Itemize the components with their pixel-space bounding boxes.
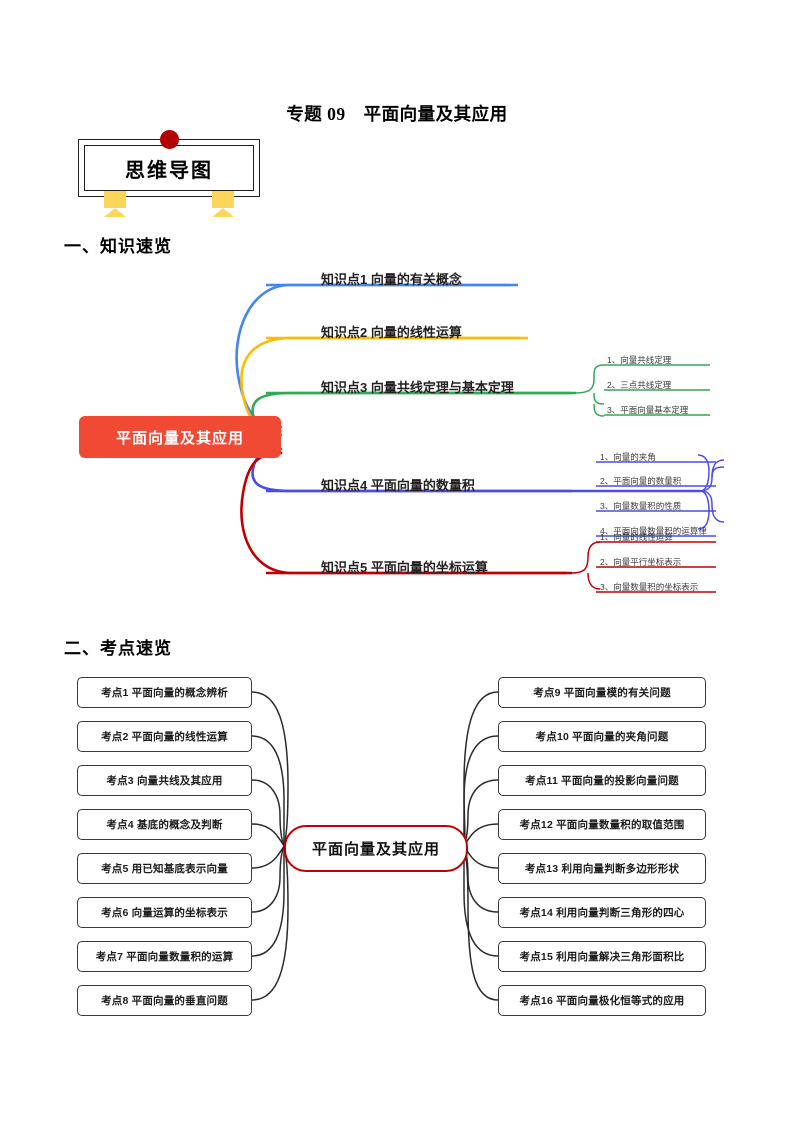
knowledge-branch-3-child-2[interactable]: 2、三点共线定理 [607,380,672,390]
exam-right-item-4[interactable]: 考点12 平面向量数量积的取值范围 [498,809,706,840]
badge-ribbon-right-icon [212,191,234,217]
exam-left-item-1[interactable]: 考点1 平面向量的概念辨析 [77,677,252,708]
knowledge-branch-5-child-1[interactable]: 1、向量的线性运算 [600,532,673,542]
exam-right-item-3[interactable]: 考点11 平面向量的投影向量问题 [498,765,706,796]
knowledge-branch-3-label[interactable]: 知识点3 向量共线定理与基本定理 [321,380,514,395]
badge-dot-icon [159,130,179,149]
exam-right-item-7[interactable]: 考点15 利用向量解决三角形面积比 [498,941,706,972]
exam-right-item-8[interactable]: 考点16 平面向量极化恒等式的应用 [498,985,706,1016]
knowledge-branch-1-label[interactable]: 知识点1 向量的有关概念 [321,272,462,287]
knowledge-branch-4-child-2[interactable]: 2、平面向量的数量积 [600,476,682,486]
exam-right-item-5[interactable]: 考点13 利用向量判断多边形形状 [498,853,706,884]
knowledge-branch-3-child-1[interactable]: 1、向量共线定理 [607,355,672,365]
knowledge-branch-5-child-2[interactable]: 2、向量平行坐标表示 [600,557,682,567]
section-heading-knowledge: 一、知识速览 [64,237,172,256]
knowledge-branch-4-label[interactable]: 知识点4 平面向量的数量积 [321,478,475,493]
knowledge-branch-3-child-3[interactable]: 3、平面向量基本定理 [607,405,689,415]
exam-left-item-8[interactable]: 考点8 平面向量的垂直问题 [77,985,252,1016]
exam-right-item-6[interactable]: 考点14 利用向量判断三角形的四心 [498,897,706,928]
exam-right-item-1[interactable]: 考点9 平面向量模的有关问题 [498,677,706,708]
exam-left-item-2[interactable]: 考点2 平面向量的线性运算 [77,721,252,752]
knowledge-branch-4-child-3[interactable]: 3、向量数量积的性质 [600,501,682,511]
knowledge-center-node[interactable]: 平面向量及其应用 [79,416,281,458]
knowledge-branch-4-child-1[interactable]: 1、向量的夹角 [600,452,656,462]
badge-label: 思维导图 [125,159,213,182]
exam-left-item-7[interactable]: 考点7 平面向量数量积的运算 [77,941,252,972]
badge-ribbon-left-icon [104,191,126,217]
section-heading-exam: 二、考点速览 [64,639,172,658]
knowledge-branch-5-child-3[interactable]: 3、向量数量积的坐标表示 [600,582,699,592]
knowledge-mindmap: 平面向量及其应用 知识点1 向量的有关概念 知识点2 向量的线性运算 知识点3 … [0,255,794,625]
exam-center-node[interactable]: 平面向量及其应用 [284,825,468,872]
exam-left-item-4[interactable]: 考点4 基底的概念及判断 [77,809,252,840]
knowledge-branch-2-label[interactable]: 知识点2 向量的线性运算 [321,325,462,340]
knowledge-branch-5-label[interactable]: 知识点5 平面向量的坐标运算 [321,560,488,575]
knowledge-branch-4-child-4[interactable]: 4、平面向量数量积的运算律 [600,526,707,536]
exam-left-item-6[interactable]: 考点6 向量运算的坐标表示 [77,897,252,928]
page-title: 专题 09 平面向量及其应用 [286,104,508,124]
exam-left-item-5[interactable]: 考点5 用已知基底表示向量 [77,853,252,884]
mindmap-badge: 思维导图 [78,130,260,217]
exam-mindmap: 考点1 平面向量的概念辨析 考点2 平面向量的线性运算 考点3 向量共线及其应用… [0,665,794,1030]
badge-inner-border: 思维导图 [84,145,254,191]
exam-right-item-2[interactable]: 考点10 平面向量的夹角问题 [498,721,706,752]
exam-left-item-3[interactable]: 考点3 向量共线及其应用 [77,765,252,796]
